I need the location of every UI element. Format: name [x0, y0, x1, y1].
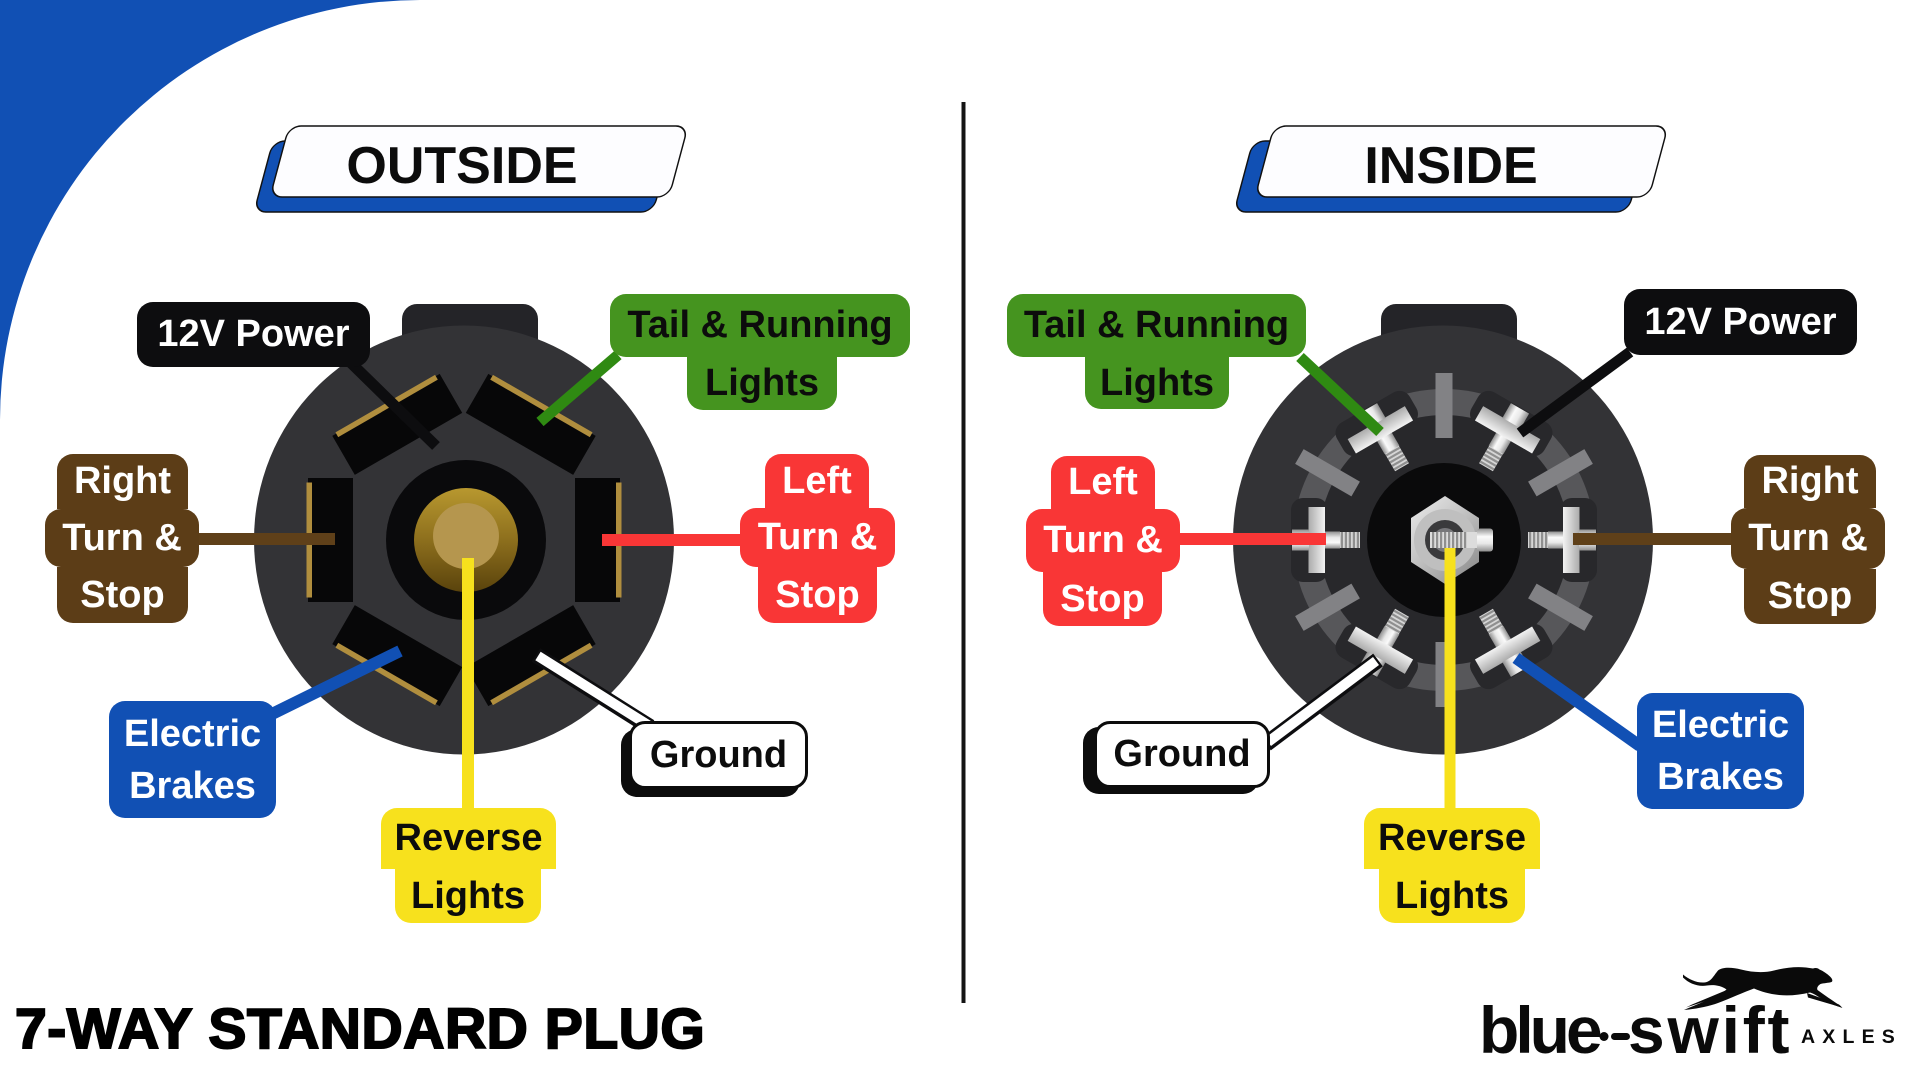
svg-text:7-WAY STANDARD PLUG: 7-WAY STANDARD PLUG: [15, 997, 705, 1061]
svg-text:AXLES: AXLES: [1801, 1026, 1902, 1048]
svg-text:OUTSIDE: OUTSIDE: [346, 137, 577, 195]
svg-text:INSIDE: INSIDE: [1364, 137, 1537, 195]
svg-text:blue: blue: [1479, 993, 1601, 1067]
